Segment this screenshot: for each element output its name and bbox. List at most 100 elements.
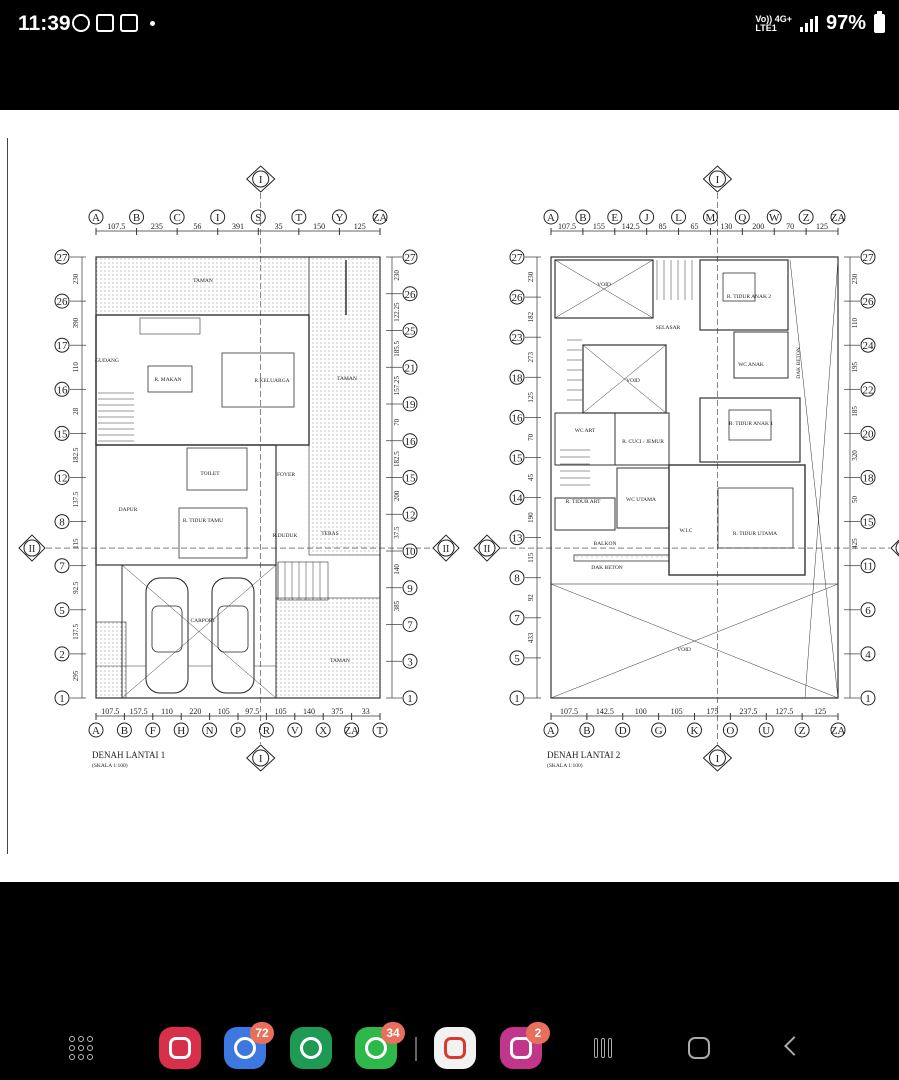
app-drawer-icon[interactable] [69,1036,93,1060]
camera-app-icon[interactable] [159,1027,201,1069]
plan2-grid-right-26-1 [860,293,876,309]
plan1-grid-bottom-ZA-9 [344,722,360,738]
plan1-grid-top-S [250,209,266,225]
plan2-section-I-label-1: I [716,753,720,765]
plan2-grid-left-16-4 [509,409,525,425]
plan2-dim-left-2: 273 [527,351,535,362]
plan1-room-11: CARPORT [190,618,216,624]
plan1-grid-left-7-7 [54,558,70,574]
back-button[interactable] [784,1036,804,1056]
plan2-grid-left-18-3 [509,369,525,385]
plan1-grid-bottom-F-2 [145,722,161,738]
plan2-section-I-circle-0 [708,170,726,188]
plan2-grid-top-J [639,209,655,225]
plan1-room-10: TERAS [321,531,338,537]
plan1-grid-left-2-9 [54,646,70,662]
plan1-grid-left-17-2-label: 17 [57,340,69,352]
plan2-dim-left-1: 182 [527,311,535,322]
plan1-grid-bottom-H-3 [173,722,189,738]
plan2-dim-right-2: 195 [851,362,859,373]
plan2-room-15: VOID [677,647,691,653]
plan1-grid-left-15-4 [54,425,70,441]
plan1-grid-right-21-3 [402,359,418,375]
plan2-grid-bottom-A-0 [543,722,559,738]
plan2-room-12: R. TIDUR UTAMA [733,531,777,537]
battery-percent: 97% [825,12,866,34]
master-suite [668,464,806,576]
master-bed [717,487,794,549]
plan1-grid-bottom-F-2-label: F [150,725,156,737]
plan1-grid-right-16-5 [402,433,418,449]
kids-bed-2 [722,272,756,302]
whatsapp-app-icon[interactable]: 34 [355,1022,405,1069]
plan1-dim-right-6: 200 [393,490,401,501]
plan1-grid-bottom-ZA-9-label: ZA [344,725,359,737]
plan1-room-12: TAMAN [330,658,350,664]
plan1-grid-right-21-3-label: 21 [405,362,416,374]
plan2-grid-left-7-9 [509,610,525,626]
instagram-app-icon[interactable]: 2 [500,1022,550,1069]
instagram-app-badge: 2 [526,1022,550,1044]
art-bedroom [554,497,616,531]
plan2-grid-left-27-0 [509,249,525,265]
plan2-grid-left-5-10-label: 5 [514,653,520,665]
plan1-grid-left-8-6-label: 8 [59,517,65,529]
phone-app-icon[interactable] [290,1027,332,1069]
plan1-grid-top-A [88,209,104,225]
plan1-section-II-circle-1 [437,539,455,557]
plan1-grid-left-7-7-label: 7 [59,561,65,573]
plan2-grid-top-A [543,209,559,225]
kids-bed-1 [728,409,772,441]
drawing-line [582,344,667,414]
plan2-grid-right-6-8-label: 6 [865,605,871,617]
plan2-dim-left-4: 70 [527,433,535,441]
plan1-grid-left-12-5 [54,470,70,485]
plan1-grid-top-B [129,209,145,225]
plan2-grid-left-16-4-label: 16 [512,412,524,424]
plan1-section-II-circle-0 [23,539,41,557]
plan1-grid-right-26-1 [402,286,418,302]
plan2-grid-left-8-8 [509,570,525,586]
plan2-grid-bottom-U-6-label: U [762,725,770,737]
plan1-dim-right-1: 122.25 [393,302,401,322]
plan1-grid-top-S-label: S [255,212,261,224]
plan1-grid-right-25-2-label: 25 [405,326,417,338]
plan1-grid-bottom-R-6-label: R [263,725,271,737]
plan2-grid-bottom-ZA-8-label: ZA [831,725,846,737]
plan2-dim-right-5: 50 [851,496,859,504]
plan2-grid-top-ZA [830,209,846,225]
home-button[interactable] [688,1037,710,1059]
messages-app-icon[interactable]: 72 [224,1022,274,1069]
plan2-room-11: W.I.C [680,528,693,534]
whatsapp-notification-icon [72,14,90,32]
plan1-grid-top-ZA [372,209,388,225]
recents-button[interactable] [594,1038,612,1058]
plan2-grid-right-27-0-label: 27 [863,252,875,264]
plan2-dim-right-0: 230 [851,273,859,284]
signal-icon [799,15,818,32]
plan2-grid-right-24-2 [860,337,876,353]
plan2-room-7: R. CUCI / JEMUR [622,439,664,445]
plan1-grid-right-25-2 [402,323,418,338]
plan2-dim-top-3: 85 [659,222,667,231]
dining-table [147,365,193,393]
plan2-grid-top-W [766,209,782,225]
plan2-grid-top-M-label: M [706,212,716,224]
plan2-grid-right-20-4 [860,425,876,441]
gmail-app-icon[interactable] [434,1027,476,1069]
plan1-grid-bottom-T-10-label: T [377,725,384,737]
plan2-grid-bottom-Z-7-label: Z [799,725,806,737]
plan1-dim-top-3: 391 [232,222,244,231]
plan2-grid-right-4-9 [860,646,876,662]
plan1-grid-top-I-label: I [216,212,220,224]
plan2-grid-left-27-0-label: 27 [512,252,524,264]
laundry [614,412,670,466]
plan2-dim-left-8: 92 [527,594,535,602]
network-indicator: Vo)) 4G+ LTE1 [755,13,792,33]
plan2-grid-top-B-label: B [579,212,586,224]
plan1-grid-right-27-0 [402,249,418,265]
plan2-dim-right-6: 425 [851,538,859,549]
